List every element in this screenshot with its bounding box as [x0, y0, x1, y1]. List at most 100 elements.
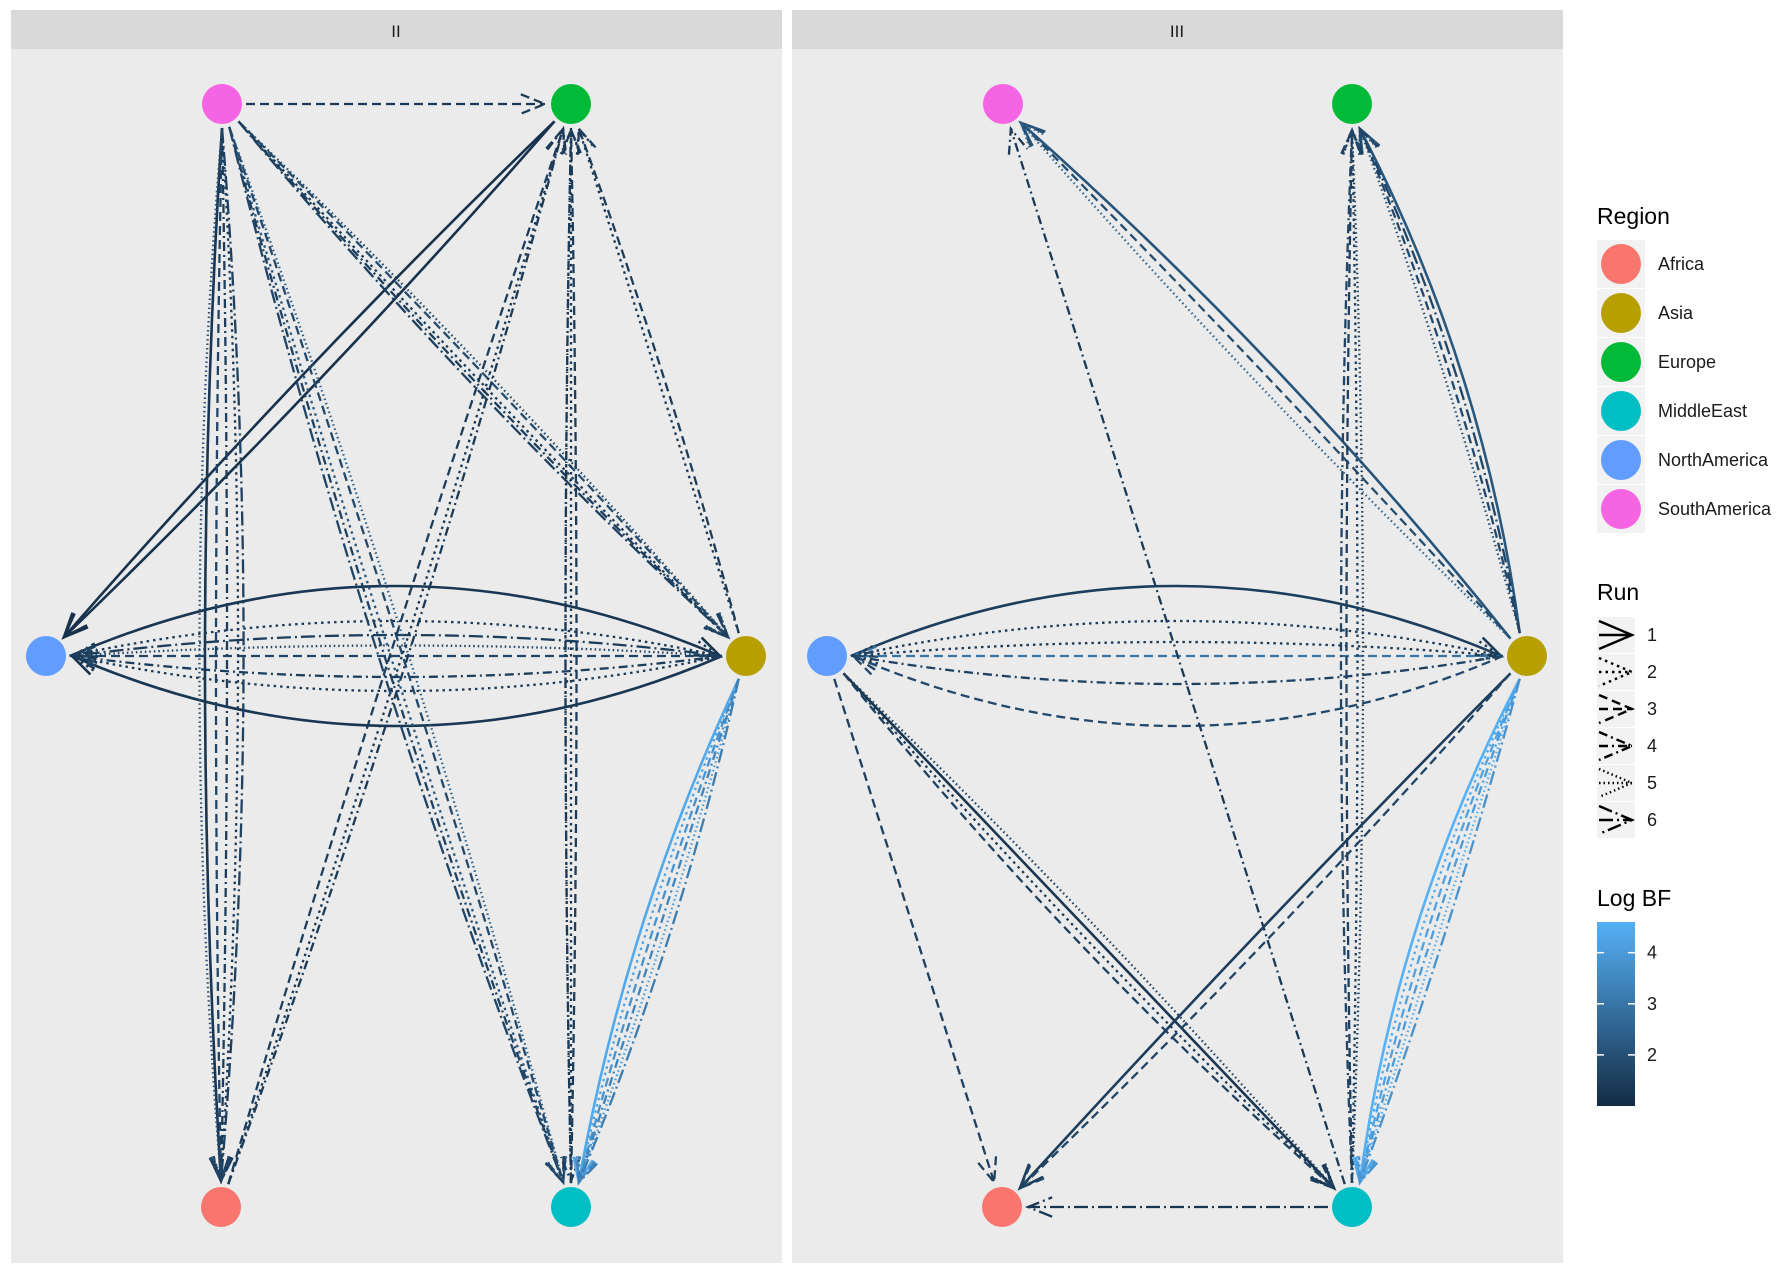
legend-swatch [1601, 342, 1641, 382]
logbf-tick-4: 4 [1597, 943, 1657, 963]
node-southamerica [202, 84, 242, 124]
panel-ii-nodes [26, 84, 766, 1227]
strip-iii [792, 10, 1563, 49]
strip-label-iii: III [1170, 22, 1184, 41]
legend-run-label: 6 [1647, 810, 1657, 830]
node-northamerica [26, 636, 66, 676]
legend-run-item-1: 1 [1597, 617, 1657, 653]
panel-iii: III [792, 10, 1563, 1263]
node-northamerica [807, 636, 847, 676]
legend-region-label: Europe [1658, 352, 1716, 372]
node-africa [982, 1187, 1022, 1227]
edge-northamerica-to-africa [833, 678, 998, 1186]
logbf-tick-label: 4 [1647, 943, 1657, 963]
edge-asia-to-middleeast [576, 678, 740, 1186]
node-europe [551, 84, 591, 124]
legend-run-item-6: 6 [1597, 802, 1657, 838]
edge-asia-to-middleeast [1357, 678, 1521, 1186]
strip-ii [11, 10, 782, 49]
logbf-tick-2: 2 [1597, 1045, 1657, 1065]
edge-asia-to-northamerica [68, 643, 723, 666]
logbf-tick-label: 3 [1647, 994, 1657, 1014]
legend-run-label: 5 [1647, 773, 1657, 793]
legend-region-item-asia: Asia [1597, 289, 1694, 337]
panel-ii: II [11, 10, 782, 1263]
node-southamerica [983, 84, 1023, 124]
legend-run-glyph [1598, 656, 1636, 688]
legend-run-item-3: 3 [1597, 691, 1657, 727]
node-middleeast [551, 1187, 591, 1227]
legend-region-item-northamerica: NorthAmerica [1597, 436, 1769, 484]
logbf-tick-3: 3 [1597, 994, 1657, 1014]
edge-middleeast-to-europe [1342, 126, 1365, 1184]
legend-region-label: MiddleEast [1658, 401, 1747, 421]
legend-logbf: Log BF 2 3 4 [1597, 885, 1671, 1106]
legend-run-item-2: 2 [1597, 654, 1657, 690]
legend-region-label: Africa [1658, 254, 1705, 274]
edge-middleeast-to-southamerica [1007, 125, 1346, 1185]
legend-region-item-southamerica: SouthAmerica [1597, 485, 1772, 533]
strip-label-ii: II [391, 22, 400, 41]
edge-europe-to-northamerica [61, 120, 556, 640]
legend-run-glyph [1598, 693, 1636, 725]
edge-asia-to-southamerica [1018, 120, 1512, 640]
node-asia [1507, 636, 1547, 676]
edge-southamerica-to-asia [237, 120, 731, 640]
edge-asia-to-europe [1358, 125, 1521, 634]
edge-middleeast-to-africa [1024, 1196, 1328, 1218]
legend-region-label: Asia [1658, 303, 1694, 323]
legend-run: Run 1 2 3 4 5 6 [1597, 579, 1657, 838]
edge-southamerica-to-middleeast [228, 126, 568, 1186]
node-africa [201, 1187, 241, 1227]
legend-run-glyph [1598, 804, 1636, 836]
legend-swatch [1601, 244, 1641, 284]
legend-run-glyph [1598, 619, 1636, 651]
node-asia [726, 636, 766, 676]
legend-run-item-5: 5 [1597, 765, 1657, 801]
legend-region-label: SouthAmerica [1658, 499, 1772, 519]
edge-southamerica-to-africa [212, 127, 245, 1185]
legend-run-item-4: 4 [1597, 728, 1657, 764]
logbf-colorbar [1597, 922, 1635, 1106]
legend-region-item-europe: Europe [1597, 338, 1716, 386]
edge-southamerica-to-africa [198, 127, 230, 1185]
legend-swatch [1601, 489, 1641, 529]
edge-asia-to-europe [1357, 125, 1521, 634]
legend-run-label: 1 [1647, 625, 1657, 645]
legend-run-label: 2 [1647, 662, 1657, 682]
legend-run-glyph [1598, 767, 1636, 799]
legend-swatch [1601, 440, 1641, 480]
edge-southamerica-to-europe [245, 93, 549, 115]
legend-region-label: NorthAmerica [1658, 450, 1769, 470]
legend-run-label: 3 [1647, 699, 1657, 719]
edge-asia-to-northamerica [849, 649, 1504, 686]
edge-middleeast-to-europe [560, 126, 583, 1184]
edge-northamerica-to-middleeast [842, 672, 1337, 1191]
panel-ii-edges [61, 93, 740, 1186]
edge-asia-to-northamerica [850, 654, 1504, 728]
legend-run-title: Run [1597, 579, 1639, 605]
logbf-tick-label: 2 [1647, 1045, 1657, 1065]
edge-middleeast-to-europe [1339, 126, 1362, 1184]
node-europe [1332, 84, 1372, 124]
edge-asia-to-southamerica [1018, 120, 1512, 640]
legend-swatch [1601, 391, 1641, 431]
edge-asia-to-northamerica [68, 645, 722, 667]
edge-northamerica-to-middleeast [842, 672, 1337, 1191]
legend-swatch [1601, 293, 1641, 333]
legend-region: Region AfricaAsiaEuropeMiddleEastNorthAm… [1597, 203, 1772, 533]
edge-southamerica-to-asia [237, 120, 731, 640]
legend-run-label: 4 [1647, 736, 1657, 756]
legend-region-title: Region [1597, 203, 1670, 229]
node-middleeast [1332, 1187, 1372, 1227]
legend-region-item-africa: Africa [1597, 240, 1705, 288]
legend-run-glyph [1598, 730, 1636, 762]
panel-iii-nodes [807, 84, 1547, 1227]
edge-asia-to-middleeast [1356, 678, 1521, 1186]
legend-logbf-title: Log BF [1597, 885, 1671, 911]
edge-asia-to-africa [1017, 672, 1512, 1191]
edge-asia-to-middleeast [577, 678, 740, 1186]
legend-region-item-middleeast: MiddleEast [1597, 387, 1747, 435]
panel-iii-edges [833, 120, 1522, 1218]
